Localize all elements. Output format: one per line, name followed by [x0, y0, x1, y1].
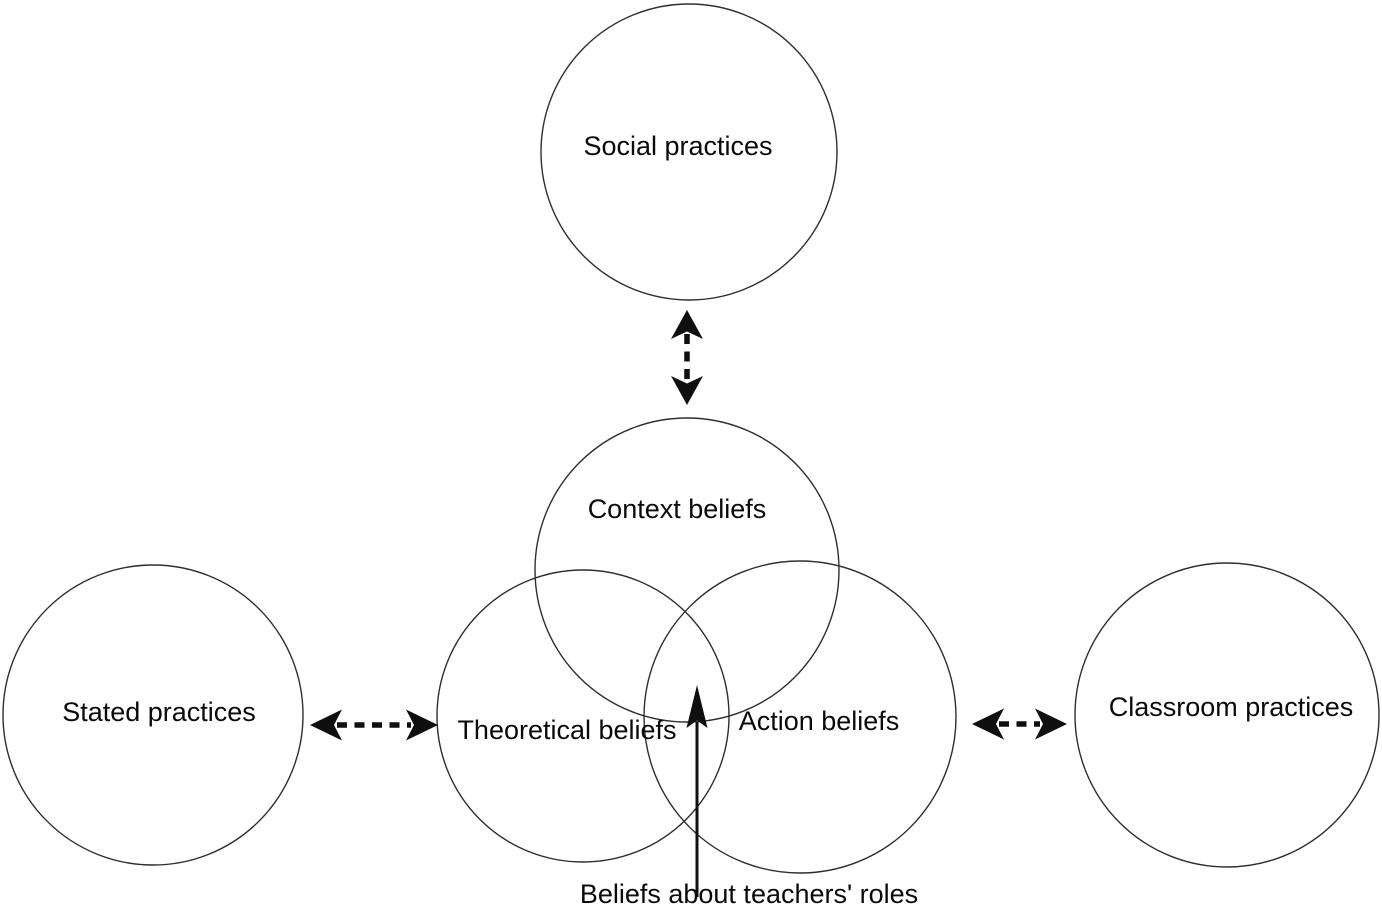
venn-circles	[2, 3, 1380, 874]
label-theoretical-beliefs: Theoretical beliefs	[457, 715, 676, 745]
arrow-right-head-icon	[406, 709, 438, 741]
label-beliefs-about-teachers-roles: Beliefs about teachers' roles	[580, 879, 918, 909]
circle-stated-practices	[2, 564, 304, 866]
arrow-beliefs-about-teachers-roles	[686, 685, 708, 897]
arrow-left-head-icon	[972, 708, 1004, 740]
circle-context-beliefs	[534, 417, 840, 723]
arrow-left-head-icon	[310, 709, 342, 741]
circle-classroom-practices	[1074, 562, 1380, 868]
arrow-stated-theoretical	[310, 709, 438, 741]
label-social-practices: Social practices	[583, 131, 772, 161]
arrow-action-classroom	[972, 708, 1067, 740]
diagram-labels: Social practices Context beliefs Theoret…	[62, 131, 1353, 909]
circle-theoretical-beliefs	[436, 569, 730, 863]
circle-action-beliefs	[643, 560, 957, 874]
label-classroom-practices: Classroom practices	[1109, 692, 1354, 722]
arrow-down-head-icon	[671, 376, 703, 405]
label-stated-practices: Stated practices	[62, 697, 256, 727]
arrow-up-head-icon	[671, 310, 703, 339]
arrow-right-head-icon	[1035, 708, 1067, 740]
circle-social-practices	[540, 3, 838, 301]
arrow-social-context	[671, 310, 703, 405]
annotation-arrow-head-icon	[686, 685, 708, 728]
label-context-beliefs: Context beliefs	[588, 494, 767, 524]
label-action-beliefs: Action beliefs	[739, 706, 900, 736]
